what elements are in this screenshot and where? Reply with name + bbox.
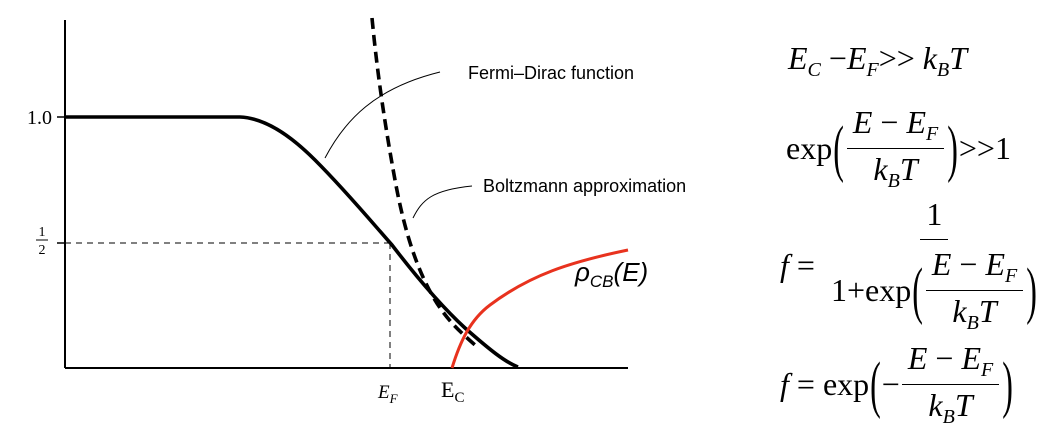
density-of-states-curve (450, 248, 629, 369)
boltzmann-curve (370, 17, 477, 347)
fermi-dirac-diagram: 1.0 1 2 Fermi–Dirac function Boltzmann a… (27, 17, 686, 406)
fermi-dirac-leader (324, 71, 441, 159)
boltzmann-label: Boltzmann approximation (483, 176, 686, 196)
equation-nondegenerate-condition: EC −EF>> kBT (788, 40, 968, 81)
y-label-half-denominator: 2 (39, 243, 46, 258)
equation-exponential-condition: exp( E − EF kBT )>>1 (786, 104, 1011, 192)
density-of-states-label: ρCB(E) (574, 257, 648, 291)
fermi-level-label: EF (377, 382, 399, 406)
fermi-dirac-curve (65, 115, 519, 369)
y-label-half-numerator: 1 (39, 225, 46, 240)
fermi-dirac-label: Fermi–Dirac function (468, 63, 634, 83)
equation-boltzmann: f = exp(− E − EF kBT ) (780, 340, 1013, 428)
boltzmann-leader (412, 185, 473, 219)
equation-fermi-dirac: f = 1 1+exp( E − EF kBT ) (780, 196, 1037, 334)
y-label-one: 1.0 (27, 107, 52, 129)
conduction-band-edge-label: EC (441, 377, 464, 406)
